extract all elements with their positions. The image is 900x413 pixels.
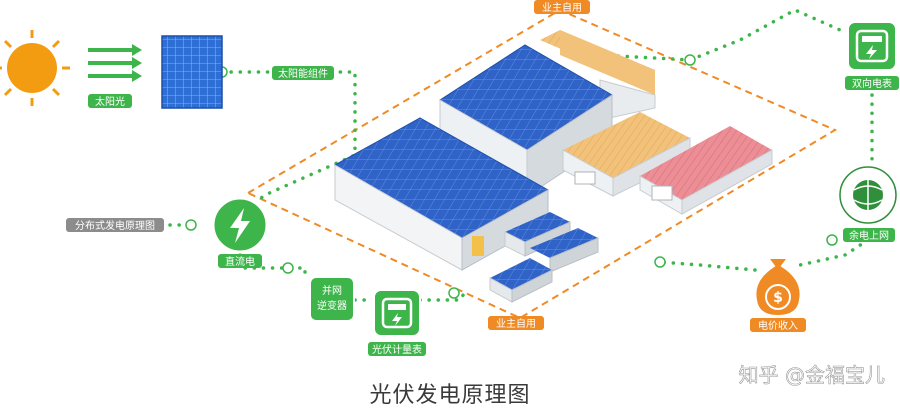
property-boundary: [245, 8, 838, 320]
meter-to-building-line: [418, 290, 467, 302]
pv-meter-label: 光伏计量表: [372, 343, 422, 356]
building-to-bimeter-line: [598, 8, 842, 62]
flow-arrows: [185, 54, 838, 299]
money-bag-icon: $: [754, 257, 802, 318]
revenue-to-building-line: [658, 260, 757, 272]
sun-label: 太阳光: [95, 95, 125, 108]
dc-label-pill: [218, 254, 262, 268]
small-shed-3: [489, 258, 553, 303]
pv-meter-label-pill: [368, 342, 426, 356]
panel-label: 太阳能组件: [278, 67, 328, 80]
buildings: [333, 30, 773, 303]
self-use-top-label: 业主自用: [542, 1, 582, 14]
inverter-label-line2: 逆变器: [317, 299, 347, 312]
revenue-label: 电价收入: [758, 319, 798, 332]
caption: 光伏发电原理图: [369, 383, 530, 408]
small-shed-2: [530, 228, 599, 273]
flow-arrow: [684, 54, 696, 66]
bidirectional-meter-label-pill: [845, 76, 899, 90]
bidirectional-meter-icon: [847, 21, 897, 71]
solar-panel-icon: [161, 35, 223, 109]
state-grid-logo: [839, 166, 897, 224]
dc-to-inverter-line: [238, 253, 307, 282]
dc-label: 直流电: [225, 255, 255, 268]
bidirectional-meter-label: 双向电表: [852, 77, 892, 90]
flow-arrow: [282, 262, 294, 274]
watermark: 知乎 @金福宝儿: [739, 363, 885, 387]
revenue-label-pill: [750, 318, 806, 332]
main-building-front: [333, 117, 550, 271]
self-use-bottom-pill: [488, 316, 544, 330]
flow-arrow: [654, 256, 666, 268]
panel-to-dc-line: [220, 70, 357, 207]
meter-icon: [373, 289, 421, 337]
tan-building-middle: [562, 112, 691, 197]
grid-to-revenue-line: [798, 238, 870, 267]
self-use-bottom-label: 业主自用: [496, 317, 536, 330]
sun-icon: [0, 30, 70, 106]
inverter-label-line1: 并网: [322, 284, 342, 297]
flow-arrow: [826, 234, 838, 246]
flow-arrow: [448, 287, 460, 299]
grid-label-pill: [843, 228, 895, 242]
svg-text:$: $: [773, 290, 783, 306]
tan-warehouse-back: [540, 30, 656, 121]
self-use-top-pill: [534, 0, 590, 14]
sunlight-arrows: [88, 44, 142, 82]
inverter-icon: [309, 276, 355, 322]
lightning-icon: [211, 196, 269, 254]
pink-building: [639, 126, 773, 215]
distributed-label: 分布式发电原理图: [75, 219, 155, 232]
sun-label-pill: [88, 94, 132, 108]
distributed-label-pill: [66, 218, 164, 232]
panel-label-pill: [272, 66, 334, 80]
flow-arrow: [185, 219, 197, 231]
grid-label: 余电上网: [849, 229, 889, 242]
